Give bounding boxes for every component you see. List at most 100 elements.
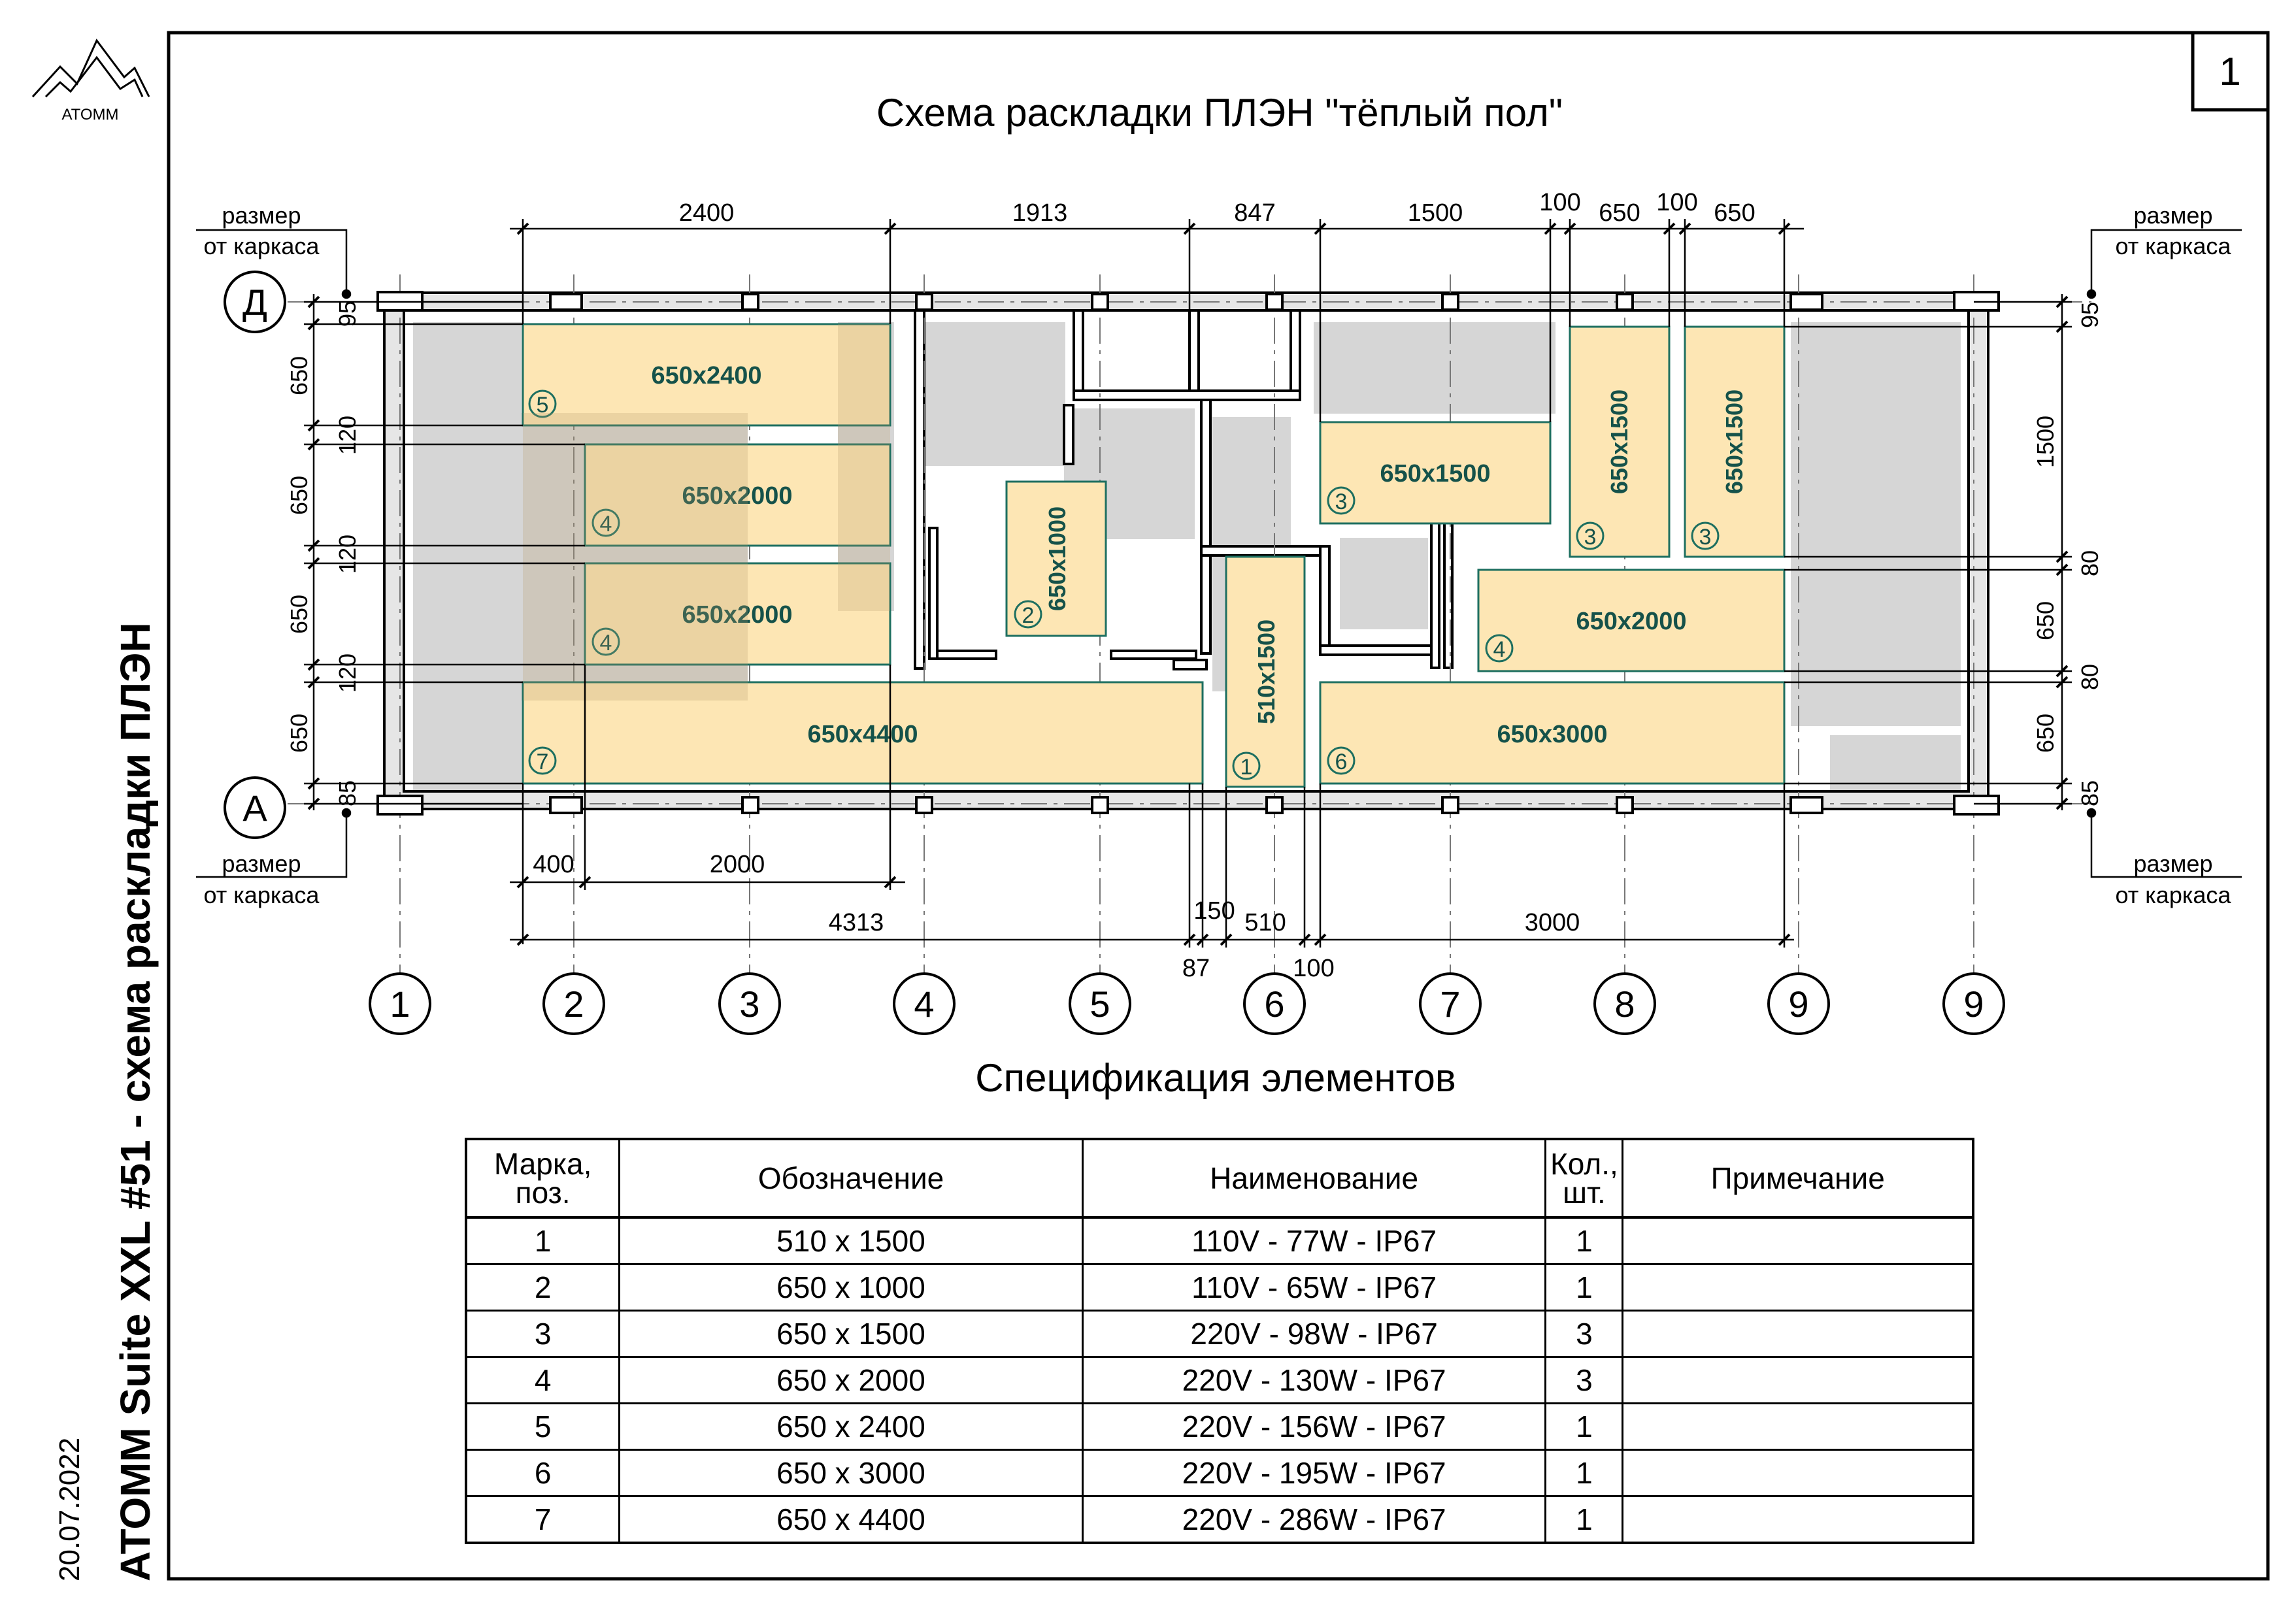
dim-value: 510 [1244,909,1286,936]
logo-text: ATOMM [61,106,118,124]
panel-650x2400: 650x2400 5 [522,323,891,427]
panel-mark: 2 [1022,603,1035,628]
panel-size-label: 650x2000 [682,482,792,510]
right-dimension-chain [1784,294,2072,810]
dim-value: 2400 [679,199,735,227]
dim-value: 100 [1539,189,1580,216]
panel-mark: 4 [600,631,612,655]
panel-size-label: 650x2400 [651,362,761,389]
col-header-name: Наименование [1081,1138,1547,1219]
dim-value: 847 [1234,199,1275,227]
panel-650x1000: 650x1000 2 [1005,480,1107,637]
dim-value: 87 [1182,955,1210,982]
frame-note-line2: от каркаса [204,882,320,908]
bottom-dimension-chains [510,665,1794,948]
dim-value: 400 [533,851,574,878]
frame-note-line1: размер [222,202,301,229]
col-header-mark: Марка, поз. [465,1138,621,1219]
dim-value: 100 [1293,955,1334,982]
drawing-title: Схема раскладки ПЛЭН "тёплый пол" [876,91,1563,135]
panel-650x2000-a: 650x2000 4 [584,443,891,547]
dim-value: 650 [1599,199,1640,227]
panel-size-label: 650x1500 [1380,460,1490,487]
axis-number-bubbles [369,972,2005,1035]
panel-mark: 5 [537,393,549,418]
top-dimension-values: 2400 1913 847 1500 100 650 100 650 [679,189,1755,227]
side-date: 20.07.2022 [54,1437,86,1581]
spec-title: Спецификация элементов [975,1056,1456,1100]
axis-number: 5 [1090,983,1110,1025]
frame-notes: размер от каркаса размер от каркаса разм… [204,202,2232,908]
panel-650x1500-a: 650x1500 3 [1319,421,1552,525]
axis-number: 4 [914,983,934,1025]
dim-value: 120 [334,535,361,574]
panel-mark: 3 [1335,489,1348,514]
panel-size-label: 650x3000 [1497,721,1607,748]
axis-number: 7 [1440,983,1460,1025]
axis-number: 3 [739,983,759,1025]
dim-value: 650 [286,714,312,753]
dim-value: 650 [2032,714,2059,753]
panel-mark: 7 [537,750,549,774]
heating-panels: 650x2400 5 650x2000 4 650x2000 4 650x440… [522,323,1786,788]
dim-value: 650 [286,476,312,515]
axis-number-labels: 1 2 3 4 5 6 7 8 9 9 [390,983,1984,1025]
panel-650x1500-b: 650x1500 3 [1569,325,1671,558]
dim-value: 4313 [829,909,884,936]
col-header-designation: Обозначение [618,1138,1084,1219]
dim-value: 650 [286,595,312,634]
panel-mark: 4 [1493,637,1506,662]
dim-value: 1500 [1408,199,1463,227]
dim-value: 95 [334,301,361,327]
drawing-frame [167,31,2270,1581]
dim-value: 80 [2076,664,2103,690]
axis-number: 9 [1788,983,1808,1025]
frame-note-line2: от каркаса [2116,233,2232,259]
dim-value: 150 [1193,897,1235,925]
top-dimension-chain [510,219,1804,422]
atomm-logo [31,39,150,98]
panel-650x1500-c: 650x1500 3 [1684,325,1786,558]
dim-value: 650 [286,356,312,395]
outer-wall [383,291,1989,810]
panel-size-label: 650x4400 [807,721,918,748]
frame-note-line1: размер [222,850,301,877]
panel-mark: 1 [1240,755,1253,780]
axis-letter-bubbles [224,271,286,839]
axis-number: 1 [390,983,410,1025]
panel-mark: 3 [1699,525,1712,550]
frame-note-line1: размер [2134,202,2213,229]
col-header-qty: Кол., шт. [1544,1138,1624,1219]
dim-value: 120 [334,653,361,693]
axis-number: 8 [1614,983,1635,1025]
dim-value: 650 [1714,199,1755,227]
sheet-number-box [2191,31,2270,112]
dim-value: 3000 [1525,909,1580,936]
dim-value: 100 [1656,189,1697,216]
dim-value: 85 [334,780,361,806]
panel-650x2000-b: 650x2000 4 [584,562,891,666]
interior-walls [914,309,1454,670]
column-posts [376,291,2000,816]
side-project-title: ATOMM Suite XXL #51 - схема раскладки ПЛ… [112,622,159,1581]
dim-value: 2000 [710,851,765,878]
dim-value: 85 [2076,780,2103,806]
axis-number: 6 [1264,983,1284,1025]
dim-value: 80 [2076,550,2103,576]
panel-size-label: 650x2000 [682,601,792,629]
frame-note-line1: размер [2134,850,2213,877]
specification-table: Марка, поз. Обозначение Наименование Кол… [465,1138,1974,1544]
panel-mark: 6 [1335,750,1348,774]
axis-number: 9 [1963,983,1984,1025]
panel-510x1500: 510x1500 1 [1225,555,1306,788]
panel-size-label: 650x1000 [1044,506,1071,611]
frame-note-line2: от каркаса [2116,882,2232,908]
frame-note-line2: от каркаса [204,233,320,259]
panel-size-label: 650x1500 [1606,389,1633,494]
